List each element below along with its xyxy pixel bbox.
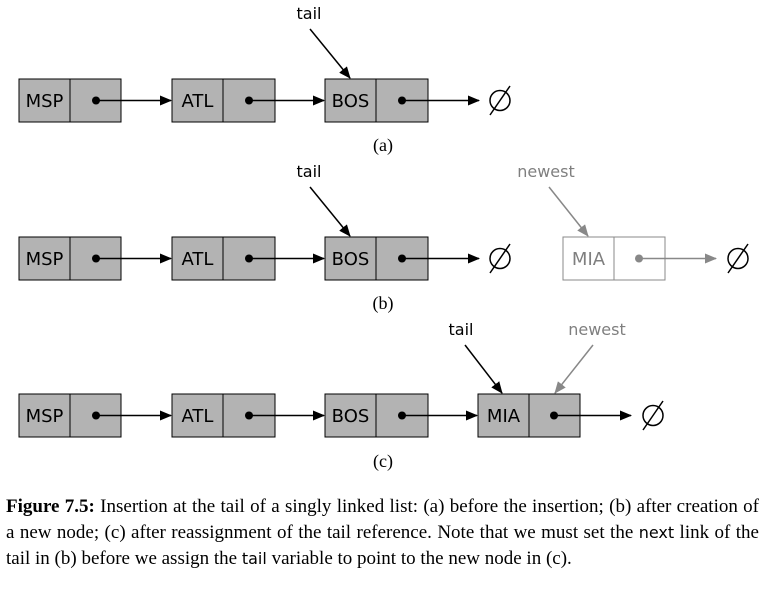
figure-number: Figure 7.5: — [6, 496, 95, 517]
node-label: ATL — [182, 406, 214, 427]
newest-arrow — [554, 344, 594, 394]
newest-label: newest — [568, 320, 626, 339]
newest-arrow — [548, 186, 589, 237]
tail-arrow — [464, 344, 503, 394]
tail-label: tail — [297, 4, 322, 23]
sublabel-b: (b) — [373, 293, 394, 314]
caption-text: Insertion at the tail of a singly linked… — [6, 496, 759, 543]
tail-label: tail — [449, 320, 474, 339]
node-bos: BOS — [324, 236, 429, 281]
node-label: ATL — [182, 249, 214, 270]
tail-arrow — [309, 28, 351, 79]
caption-code-tail: tail — [241, 549, 267, 568]
caption-code-next: next — [638, 523, 675, 542]
newest-label: newest — [517, 162, 575, 181]
tail-arrow — [309, 186, 351, 237]
tail-label: tail — [297, 162, 322, 181]
node-label: MIA — [572, 249, 606, 270]
caption-text: variable to point to the new node in (c)… — [266, 548, 572, 569]
node-label: BOS — [332, 249, 370, 270]
node-label: MSP — [26, 91, 64, 112]
null-symbol — [727, 243, 749, 274]
null-symbol — [489, 85, 511, 116]
caption-text: link of the tail in (b) before we assign… — [6, 522, 759, 569]
node-label: MIA — [487, 406, 521, 427]
null-symbol — [642, 400, 664, 431]
node-label: BOS — [332, 91, 370, 112]
panel-b: MSP ATL BOS tail MIA — [18, 162, 749, 314]
null-symbol — [489, 243, 511, 274]
node-label: MSP — [26, 249, 64, 270]
node-label: BOS — [332, 406, 370, 427]
sublabel-c: (c) — [373, 451, 393, 472]
node-label: MSP — [26, 406, 64, 427]
sublabel-a: (a) — [373, 135, 393, 156]
panel-a: MSP ATL BOS tail (a) — [18, 4, 511, 156]
linked-list-diagram: MSP ATL BOS tail (a) MS — [18, 4, 749, 472]
panel-c: MSP ATL BOS MIA tail — [18, 320, 664, 472]
figure-caption: Figure 7.5: Insertion at the tail of a s… — [6, 494, 759, 572]
node-label: ATL — [182, 91, 214, 112]
